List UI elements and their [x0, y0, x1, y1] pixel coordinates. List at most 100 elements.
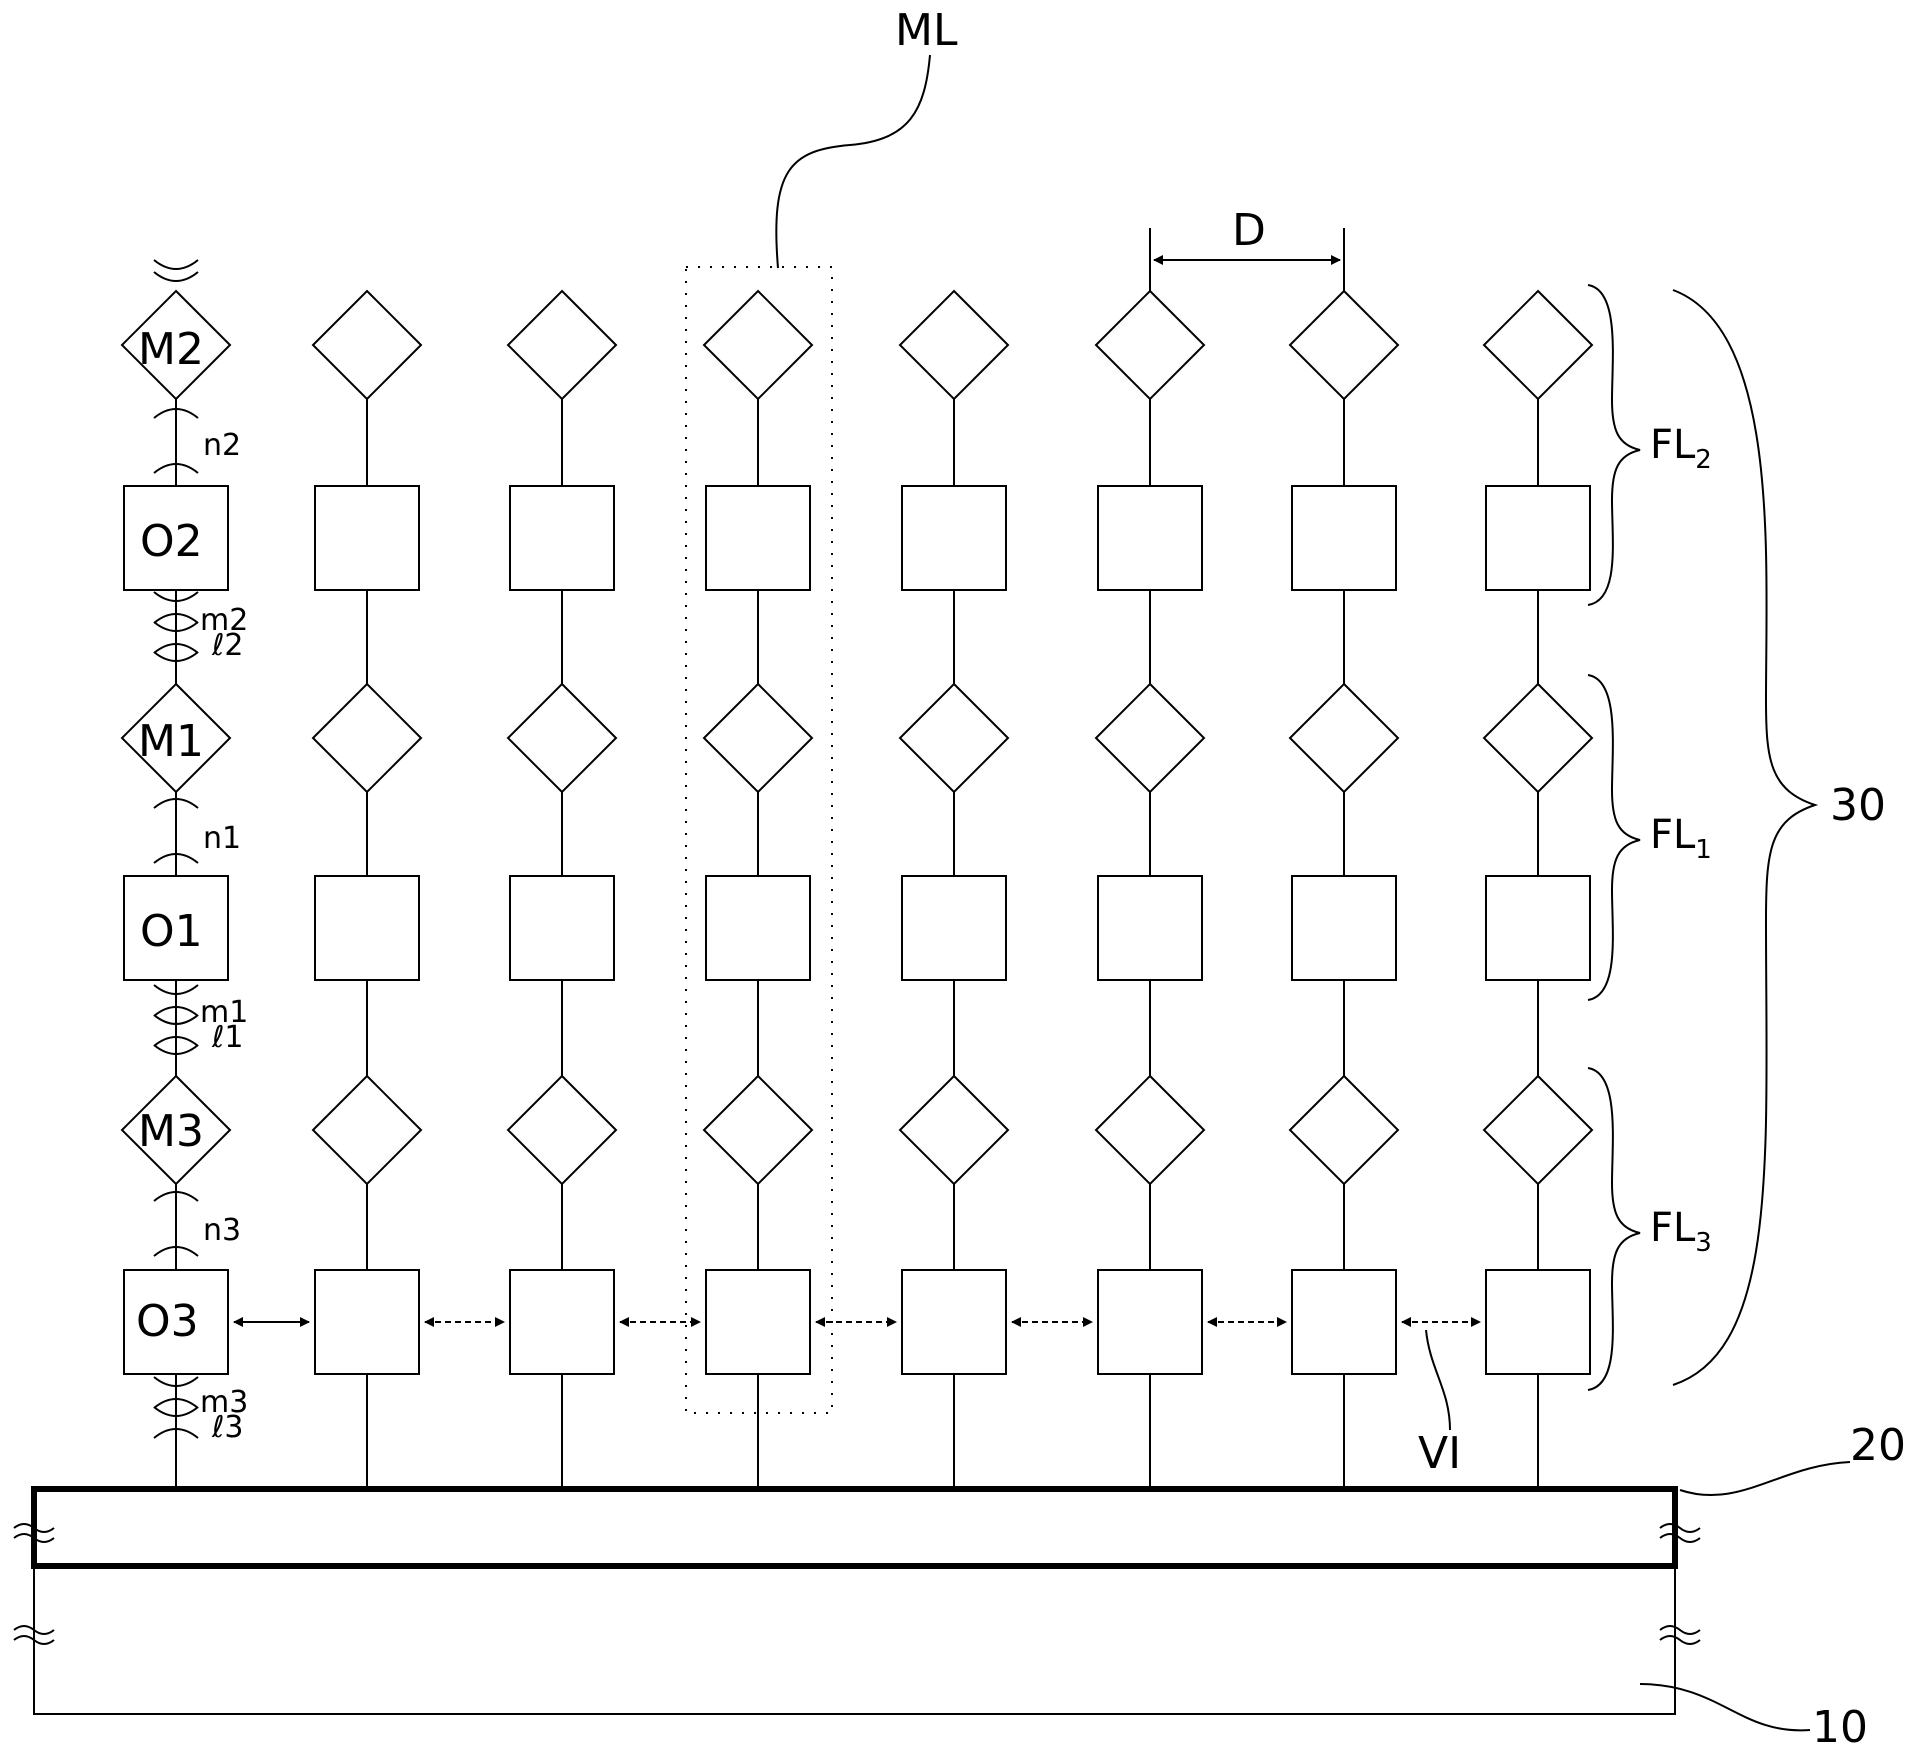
pitch-dimension-d: [1149, 228, 1345, 292]
ref-30-label: 30: [1830, 780, 1886, 831]
ref-10-leader: [1639, 1683, 1811, 1732]
arc-mark: [153, 271, 199, 282]
magnetic-element-diamond: [1094, 289, 1206, 401]
magnetic-element-diamond: [702, 1074, 814, 1186]
magnetic-element-diamond: [311, 682, 423, 794]
arc-mark: [153, 463, 199, 474]
l2-label: ℓ2: [211, 628, 243, 663]
optical-element-square: [1291, 875, 1397, 981]
optical-element-square: [314, 1269, 420, 1375]
magnetic-element-diamond: [120, 1074, 232, 1186]
magnetic-element-diamond: [506, 1074, 618, 1186]
fl3-label: FL3: [1650, 1205, 1712, 1258]
ml-label: ML: [895, 5, 958, 56]
ml-leader-line: [775, 54, 931, 269]
optical-element-square: [123, 485, 229, 591]
magnetic-element-diamond: [702, 682, 814, 794]
m1-small-label: m1: [200, 995, 248, 1030]
o1-label: O1: [140, 906, 203, 957]
optical-element-square: [705, 1269, 811, 1375]
layer-20: [31, 1486, 1678, 1569]
n3-label: n3: [203, 1213, 241, 1248]
arc-mark: [153, 613, 199, 624]
optical-element-square: [1485, 1269, 1591, 1375]
vi-leader: [1425, 1329, 1451, 1431]
substrate-layer-10: [33, 1565, 1676, 1715]
d-label: D: [1232, 205, 1266, 256]
arc-mark: [153, 1376, 199, 1387]
memory-line-highlight-box: [685, 266, 833, 1414]
magnetic-element-diamond: [1094, 682, 1206, 794]
fl-braces: [1587, 284, 1819, 1391]
fl2-label: FL2: [1650, 422, 1712, 475]
magnetic-element-diamond: [702, 289, 814, 401]
arc-mark: [153, 591, 199, 602]
arc-mark: [153, 984, 199, 995]
memory-column: [1288, 289, 1400, 1489]
optical-element-square: [705, 485, 811, 591]
optical-element-square: [901, 1269, 1007, 1375]
arc-mark: [153, 1044, 199, 1055]
optical-element-square: [1097, 1269, 1203, 1375]
arc-mark: [153, 1246, 199, 1257]
magnetic-element-diamond: [311, 1074, 423, 1186]
ref-20-label: 20: [1850, 1420, 1906, 1471]
m1-label: M1: [138, 716, 204, 767]
optical-element-square: [123, 1269, 229, 1375]
m2-small-label: m2: [200, 603, 248, 638]
memory-column: [1094, 289, 1206, 1489]
magnetic-element-diamond: [1288, 1074, 1400, 1186]
n1-label: n1: [203, 821, 241, 856]
magnetic-element-diamond: [120, 682, 232, 794]
l3-label: ℓ3: [211, 1410, 243, 1445]
o3-label: O3: [136, 1296, 199, 1347]
optical-element-square: [1291, 485, 1397, 591]
ref-10-label: 10: [1812, 1702, 1868, 1749]
optical-element-square: [314, 485, 420, 591]
arc-mark: [153, 1006, 199, 1017]
memory-column: [898, 289, 1010, 1489]
optical-element-square: [1097, 485, 1203, 591]
fl1-label: FL1: [1650, 812, 1712, 865]
optical-element-square: [123, 875, 229, 981]
vi-label: VI: [1418, 1428, 1461, 1479]
memory-column: [702, 289, 814, 1489]
arc-mark: [153, 408, 199, 419]
arc-mark: [153, 1191, 199, 1202]
optical-element-square: [314, 875, 420, 981]
optical-element-square: [1097, 875, 1203, 981]
optical-element-square: [509, 1269, 615, 1375]
memory-column: [311, 289, 423, 1489]
optical-element-square: [901, 485, 1007, 591]
arc-mark: [153, 1398, 199, 1409]
magnetic-element-diamond: [1288, 289, 1400, 401]
m2-label: M2: [138, 324, 204, 375]
arc-mark: [153, 259, 199, 270]
magnetic-element-diamond: [1482, 1074, 1594, 1186]
arc-mark: [153, 621, 199, 632]
arc-mark: [153, 1036, 199, 1047]
arc-mark: [153, 798, 199, 809]
magnetic-element-diamond: [1288, 682, 1400, 794]
left-column-arcs: [153, 259, 199, 1439]
magnetic-element-diamond: [1482, 682, 1594, 794]
m3-label: M3: [138, 1106, 204, 1157]
ref-20-leader: [1679, 1461, 1851, 1496]
memory-column: [506, 289, 618, 1489]
optical-element-square: [1485, 485, 1591, 591]
optical-element-square: [509, 875, 615, 981]
optical-element-square: [705, 875, 811, 981]
arc-mark: [153, 853, 199, 864]
memory-column: [1482, 289, 1594, 1489]
arc-mark: [153, 651, 199, 662]
arc-mark: [153, 1014, 199, 1025]
magnetic-element-diamond: [1482, 289, 1594, 401]
m3-small-label: m3: [200, 1385, 248, 1420]
memory-column: [120, 289, 232, 1489]
magnetic-element-diamond: [898, 682, 1010, 794]
magnetic-element-diamond: [120, 289, 232, 401]
memory-columns: [120, 289, 1594, 1489]
n2-label: n2: [203, 428, 241, 463]
magnetic-element-diamond: [1094, 1074, 1206, 1186]
